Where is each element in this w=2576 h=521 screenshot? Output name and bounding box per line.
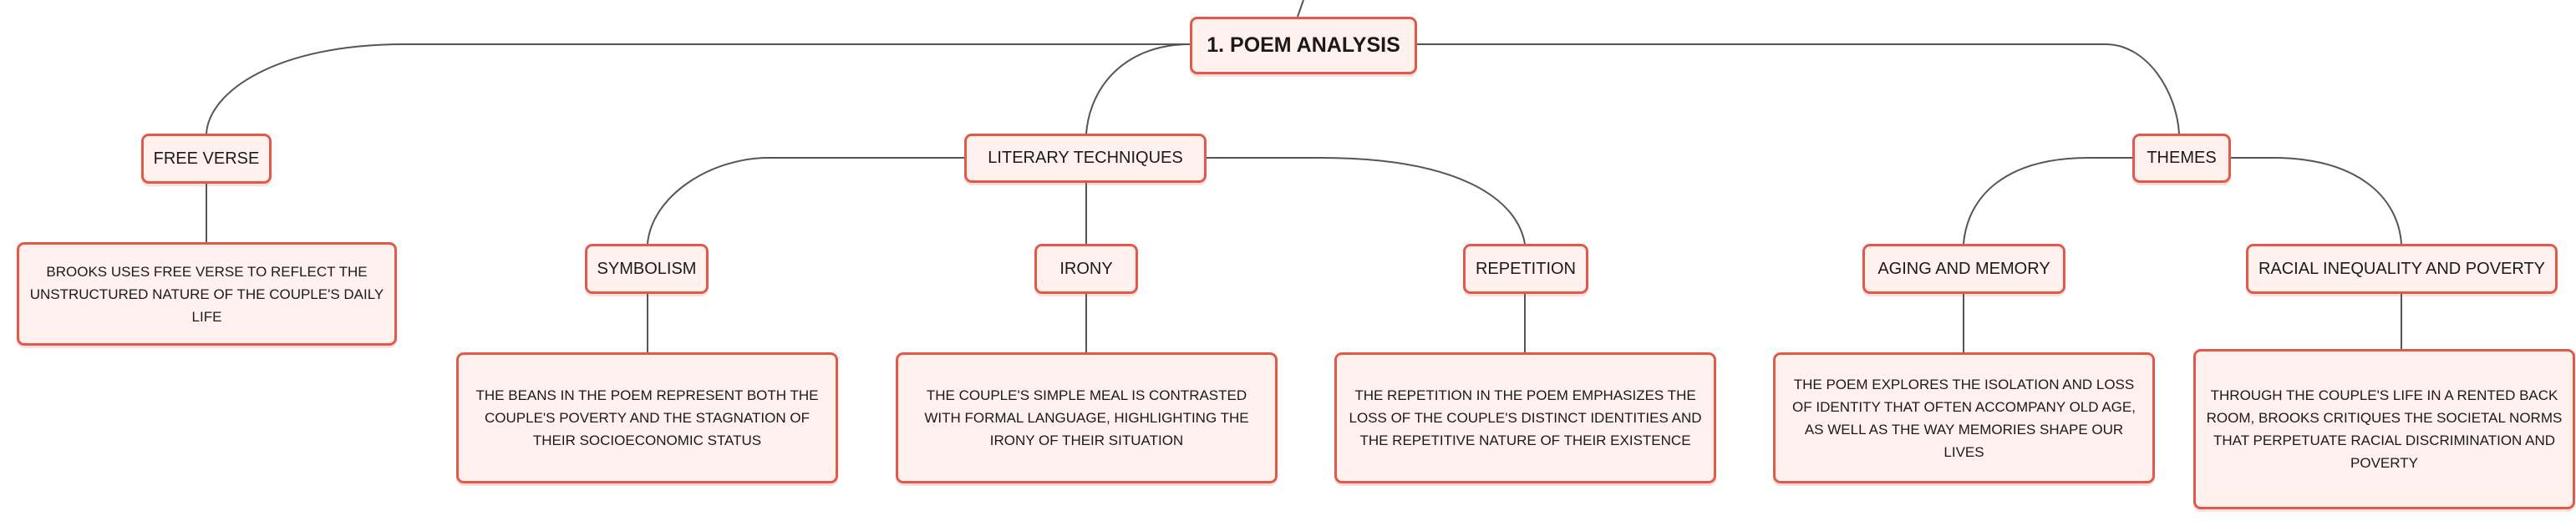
connector-themes-aging	[1963, 157, 2132, 245]
connector-parent	[1297, 0, 1304, 18]
subtopic-racial-inequality[interactable]: RACIAL INEQUALITY AND POVERTY	[2246, 244, 2558, 294]
topic-label: THEMES	[2147, 149, 2217, 167]
subtopic-label: RACIAL INEQUALITY AND POVERTY	[2258, 259, 2546, 278]
note-text: THE BEANS IN THE POEM REPRESENT BOTH THE…	[475, 387, 819, 448]
connector-root-literary	[1085, 43, 1191, 134]
connector-themes-racial	[2231, 157, 2402, 245]
subtopic-label: IRONY	[1059, 259, 1113, 278]
note-text: THE REPETITION IN THE POEM EMPHASIZES TH…	[1349, 387, 1702, 448]
note-racial-inequality[interactable]: THROUGH THE COUPLE'S LIFE IN A RENTED BA…	[2193, 349, 2575, 509]
subtopic-irony[interactable]: IRONY	[1034, 244, 1138, 294]
subtopic-symbolism[interactable]: SYMBOLISM	[585, 244, 709, 294]
note-symbolism[interactable]: THE BEANS IN THE POEM REPRESENT BOTH THE…	[456, 352, 838, 483]
connector-root-free-verse	[206, 43, 1190, 134]
note-text: THE COUPLE'S SIMPLE MEAL IS CONTRASTED W…	[924, 387, 1249, 448]
topic-label: FREE VERSE	[153, 149, 260, 168]
subtopic-label: AGING AND MEMORY	[1877, 259, 2050, 278]
note-irony[interactable]: THE COUPLE'S SIMPLE MEAL IS CONTRASTED W…	[896, 352, 1278, 483]
note-free-verse[interactable]: BROOKS USES FREE VERSE TO REFLECT THE UN…	[17, 242, 397, 346]
subtopic-repetition[interactable]: REPETITION	[1463, 244, 1588, 294]
topic-literary-techniques[interactable]: LITERARY TECHNIQUES	[964, 134, 1207, 183]
subtopic-label: REPETITION	[1475, 259, 1576, 278]
note-aging-and-memory[interactable]: THE POEM EXPLORES THE ISOLATION AND LOSS…	[1773, 352, 2155, 483]
connector-root-themes	[1417, 43, 2180, 134]
topic-free-verse[interactable]: FREE VERSE	[141, 134, 272, 184]
subtopic-aging-and-memory[interactable]: AGING AND MEMORY	[1862, 244, 2065, 294]
note-repetition[interactable]: THE REPETITION IN THE POEM EMPHASIZES TH…	[1334, 352, 1716, 483]
connector-literary-repetition	[1207, 157, 1526, 245]
connector-literary-symbolism	[647, 157, 964, 245]
note-text: THE POEM EXPLORES THE ISOLATION AND LOSS…	[1792, 376, 2136, 460]
note-text: BROOKS USES FREE VERSE TO REFLECT THE UN…	[29, 263, 384, 325]
note-text: THROUGH THE COUPLE'S LIFE IN A RENTED BA…	[2206, 387, 2563, 471]
root-node[interactable]: 1. POEM ANALYSIS	[1190, 17, 1417, 74]
root-label: 1. POEM ANALYSIS	[1207, 33, 1400, 57]
topic-themes[interactable]: THEMES	[2132, 134, 2231, 183]
topic-label: LITERARY TECHNIQUES	[988, 149, 1183, 167]
subtopic-label: SYMBOLISM	[597, 259, 697, 278]
